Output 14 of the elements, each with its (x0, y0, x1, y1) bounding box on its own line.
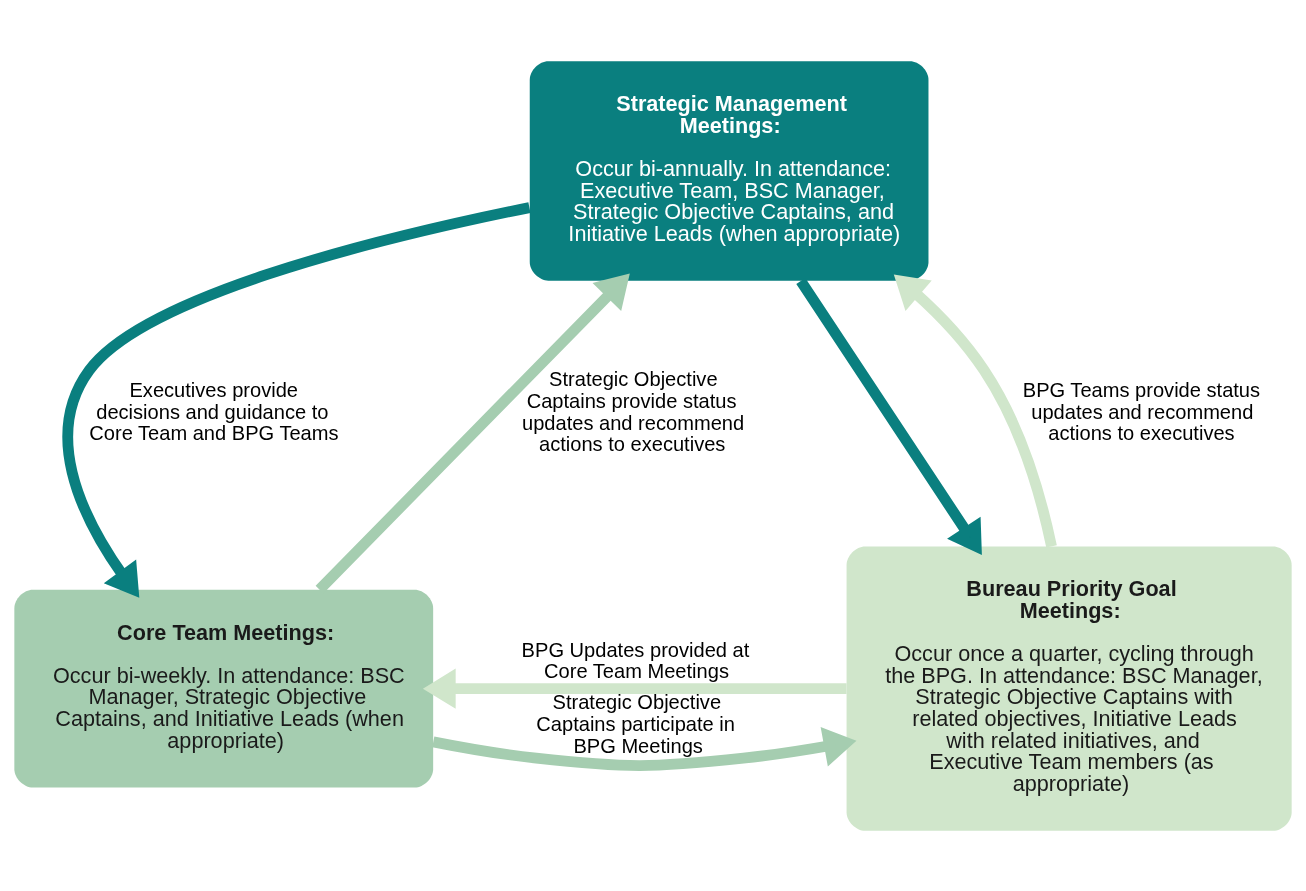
arrow (422, 668, 847, 709)
arrow (432, 726, 857, 771)
arrow (315, 273, 630, 593)
edge-label: BPG Updates provided at Core Team Meetings (521, 638, 750, 682)
edge-label: Strategic Objective Captains participate in BPG Meetings (536, 690, 735, 757)
node-box: Strategic Management Meetings: Occur bi-annually. In attendance: Executive Team, BSC Manager, Strategic Objective Captains, and Initiative Leads (when appropriate) (529, 60, 929, 281)
edge-label: BPG Teams provide status updates and recommend actions to executives (1022, 378, 1261, 444)
node-box: Core Team Meetings: Occur bi-weekly. In attendance: BSC Manager, Strategic Objective Captains, and Initiative Leads (when appropriate) (14, 589, 434, 788)
node-box: Bureau Priority Goal Meetings: Occur once a quarter, cycling through the BPG. In attendance: BSC Manager, Strategic Objective Captains with related objectives, Initiative Leads with related initiatives, and Executive Team members (as appropriate) (846, 545, 1292, 831)
edge-label: Executives provide decisions and guidance to Core Team and BPG Teams (89, 378, 339, 444)
edge-label: Strategic Objective Captains provide status updates and recommend actions to executives (522, 367, 745, 455)
arrow (62, 201, 531, 598)
arrow (893, 273, 1057, 548)
arrow (796, 277, 982, 555)
